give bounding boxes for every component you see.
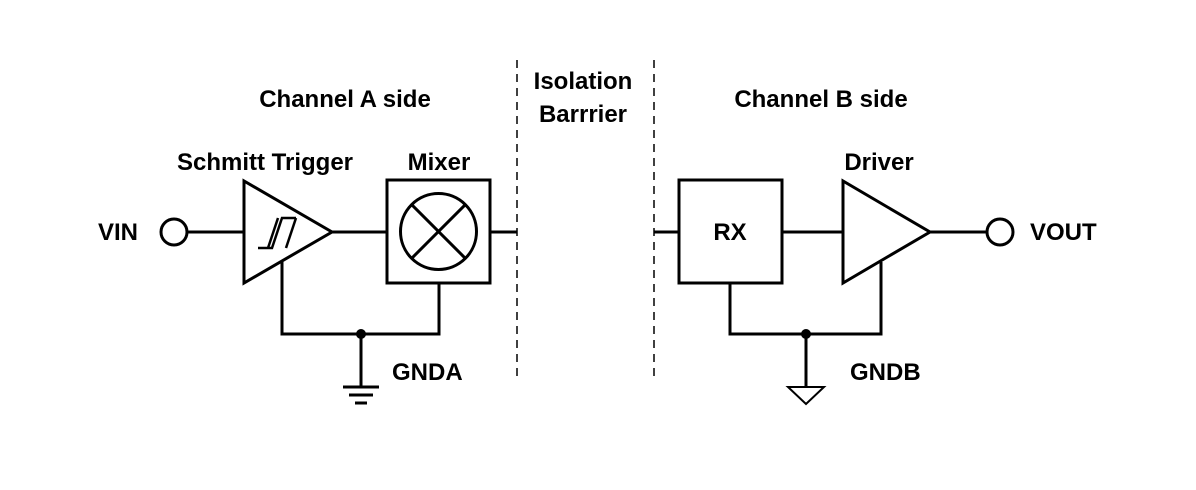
vin-terminal — [159, 217, 189, 247]
hysteresis-icon-right — [284, 217, 298, 249]
schmitt-trigger-label: Schmitt Trigger — [177, 149, 353, 176]
hysteresis-icon — [258, 216, 296, 250]
gnda-bus-wire — [280, 262, 441, 336]
isolation-label-line1: Isolation — [534, 68, 633, 95]
gndb-label: GNDB — [850, 359, 921, 386]
schmitt-trigger-triangle — [242, 178, 335, 286]
rx-label: RX — [713, 219, 746, 246]
driver-label: Driver — [844, 149, 913, 176]
isolation-label-line2: Barrrier — [539, 101, 627, 128]
gnda-label: GNDA — [392, 359, 463, 386]
driver-triangle — [841, 178, 933, 286]
vin-label: VIN — [98, 219, 138, 246]
signal-ground-icon — [785, 386, 827, 406]
mixer-label: Mixer — [408, 149, 471, 176]
hysteresis-icon-left — [266, 217, 280, 249]
mixer-cross-b — [410, 203, 467, 260]
channel-b-label: Channel B side — [734, 86, 907, 113]
vout-label: VOUT — [1030, 219, 1097, 246]
mixer-circle — [399, 192, 478, 271]
vout-terminal — [985, 217, 1015, 247]
channel-a-label: Channel A side — [259, 86, 431, 113]
